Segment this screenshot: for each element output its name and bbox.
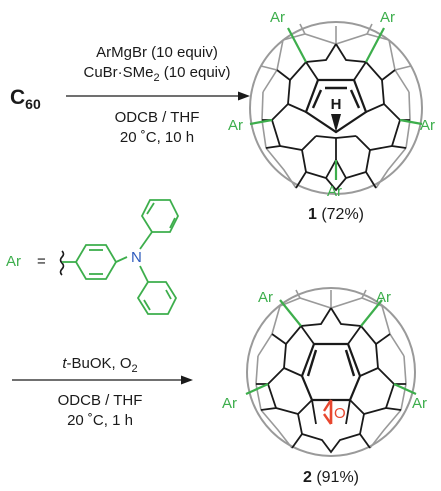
ar-def-nitrogen: N xyxy=(131,249,142,266)
product2-front-cage xyxy=(256,307,406,454)
product1-h-wedge xyxy=(331,114,341,132)
reaction2-arrowhead xyxy=(181,375,193,385)
reaction2-solvent: ODCB / THF xyxy=(58,392,143,409)
product2-caption: 2 (91%) xyxy=(303,469,359,486)
product2-structure: O Ar Ar Ar Ar xyxy=(222,287,427,457)
ar-def-phenyl-top xyxy=(139,199,180,250)
product1-aryl-bonds xyxy=(249,27,423,180)
ar-def-attachment xyxy=(59,250,65,276)
ar-def-phenylene xyxy=(62,244,128,280)
ar-def-equals: = xyxy=(37,253,46,270)
product2-oxygen-label: O xyxy=(334,405,346,422)
ar-def-label: Ar xyxy=(6,253,21,270)
product1-cage-outline xyxy=(249,21,423,195)
product2-back-cage xyxy=(255,289,407,449)
product1-caption: 1 (72%) xyxy=(308,206,364,223)
reaction1-solvent: ODCB / THF xyxy=(115,109,200,126)
product1-ar-top-right: Ar xyxy=(380,9,395,26)
c60-label: C60 xyxy=(10,86,41,112)
product1-ar-left: Ar xyxy=(228,117,243,134)
reaction1-arrowhead xyxy=(238,91,250,101)
product1-h-label: H xyxy=(331,96,342,113)
reaction2-conditions: 20 ˚C, 1 h xyxy=(67,412,133,429)
ar-def-phenyl-bottom xyxy=(136,265,178,315)
product1-cyclopentadiene xyxy=(304,78,368,134)
reaction1-reagent2: CuBr·SMe2 (10 equiv) xyxy=(83,64,230,84)
product2-cyclopentadiene xyxy=(300,342,362,402)
product2-ar-top-right: Ar xyxy=(376,289,391,306)
reaction1-conditions: 20 ˚C, 10 h xyxy=(120,129,194,146)
reaction2-reagent: t-BuOK, O2 xyxy=(62,355,137,375)
product1-ar-bottom: Ar xyxy=(327,183,342,200)
product2-cage-outline xyxy=(246,287,416,457)
product2-aryl-bonds xyxy=(245,299,417,396)
product1-ar-top-left: Ar xyxy=(270,9,285,26)
product1-ar-right: Ar xyxy=(420,117,435,134)
product2-ar-right: Ar xyxy=(412,395,427,412)
product2-ar-left: Ar xyxy=(222,395,237,412)
product1-back-cage xyxy=(260,23,412,189)
product2-ar-top-left: Ar xyxy=(258,289,273,306)
reaction1-reagent1: ArMgBr (10 equiv) xyxy=(96,44,218,61)
product1-structure: H Ar Ar Ar Ar Ar xyxy=(228,9,435,200)
ar-definition: Ar = N xyxy=(6,199,180,315)
